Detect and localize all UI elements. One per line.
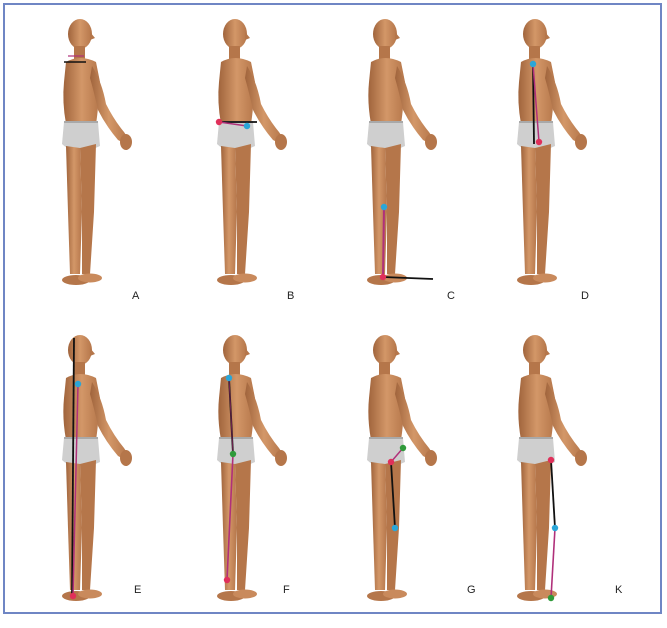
panel-e: E [40,328,198,628]
panel-label-g: G [467,584,476,596]
panel-f: F [195,328,353,628]
panel-label-e: E [134,584,141,596]
human-figure-d [495,12,653,312]
panel-k: K [495,328,653,628]
panel-label-a: A [132,290,139,302]
human-figure-c [345,12,503,312]
human-figure-g [345,328,503,628]
panel-a: A [40,12,198,312]
panel-label-d: D [581,290,589,302]
human-figure-e [40,328,198,628]
panel-d: D [495,12,653,312]
panel-c: C [345,12,503,312]
human-figure-b [195,12,353,312]
panel-g: G [345,328,503,628]
human-figure-f [195,328,353,628]
panel-label-b: B [287,290,294,302]
panel-label-c: C [447,290,455,302]
panel-b: B [195,12,353,312]
human-figure-a [40,12,198,312]
panel-label-k: K [615,584,622,596]
panel-label-f: F [283,584,290,596]
human-figure-k [495,328,653,628]
